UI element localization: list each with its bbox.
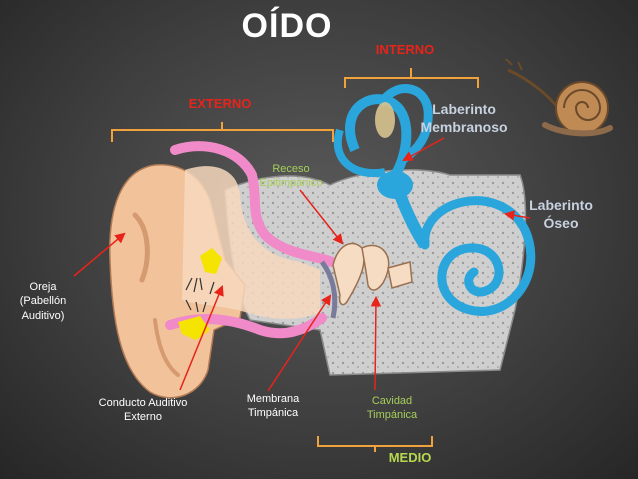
vestibule	[377, 171, 413, 199]
label-conducto-auditivo: Conducto Auditivo Externo	[98, 397, 188, 424]
section-label-externo: EXTERNO	[188, 96, 252, 111]
bracket-medio	[317, 436, 433, 452]
bracket-interno	[344, 68, 479, 88]
semicircular-canal-3	[333, 128, 386, 178]
arrow-conducto	[179, 285, 224, 391]
label-receso-epitimpanico: Receso Epitimpánico	[259, 163, 323, 190]
tympanic-membrane	[319, 260, 338, 319]
malleus	[332, 242, 365, 306]
arrow-lab-oseo	[503, 210, 531, 221]
ear-canal-upper-wall	[170, 141, 337, 267]
label-oreja: Oreja (Pabellón Auditivo)	[19, 281, 67, 322]
cochlea	[420, 196, 536, 316]
semicircular-canal-2	[376, 84, 433, 164]
label-cavidad-timpanica: Cavidad Timpánica	[366, 395, 418, 422]
cerumen-upper	[200, 248, 222, 274]
stapes	[387, 261, 413, 289]
ear-hairs	[185, 277, 215, 313]
arrow-receso	[299, 189, 344, 245]
label-laberinto-oseo: Laberinto Óseo	[529, 197, 593, 232]
incus	[361, 244, 390, 291]
section-label-medio: MEDIO	[388, 450, 432, 465]
arrow-lab-membranoso	[402, 137, 445, 162]
semicircular-canal-inner	[375, 102, 395, 138]
arrow-oreja	[73, 232, 126, 277]
arrow-membrana	[267, 294, 332, 392]
label-laberinto-membranoso: Laberinto Membranoso	[420, 101, 508, 136]
pinna-antihelix-fold	[153, 318, 180, 377]
label-membrana-timpanica: Membrana Timpánica	[246, 393, 300, 420]
page-title: OÍDO	[241, 7, 333, 45]
ear-canal-skin	[182, 166, 320, 319]
cerumen-lower	[178, 316, 210, 340]
pinna-helix-fold	[132, 212, 150, 283]
bracket-externo	[111, 122, 334, 142]
snail-illustration	[505, 58, 613, 137]
arrow-cavidad	[370, 295, 382, 391]
section-label-interno: INTERNO	[375, 42, 435, 57]
